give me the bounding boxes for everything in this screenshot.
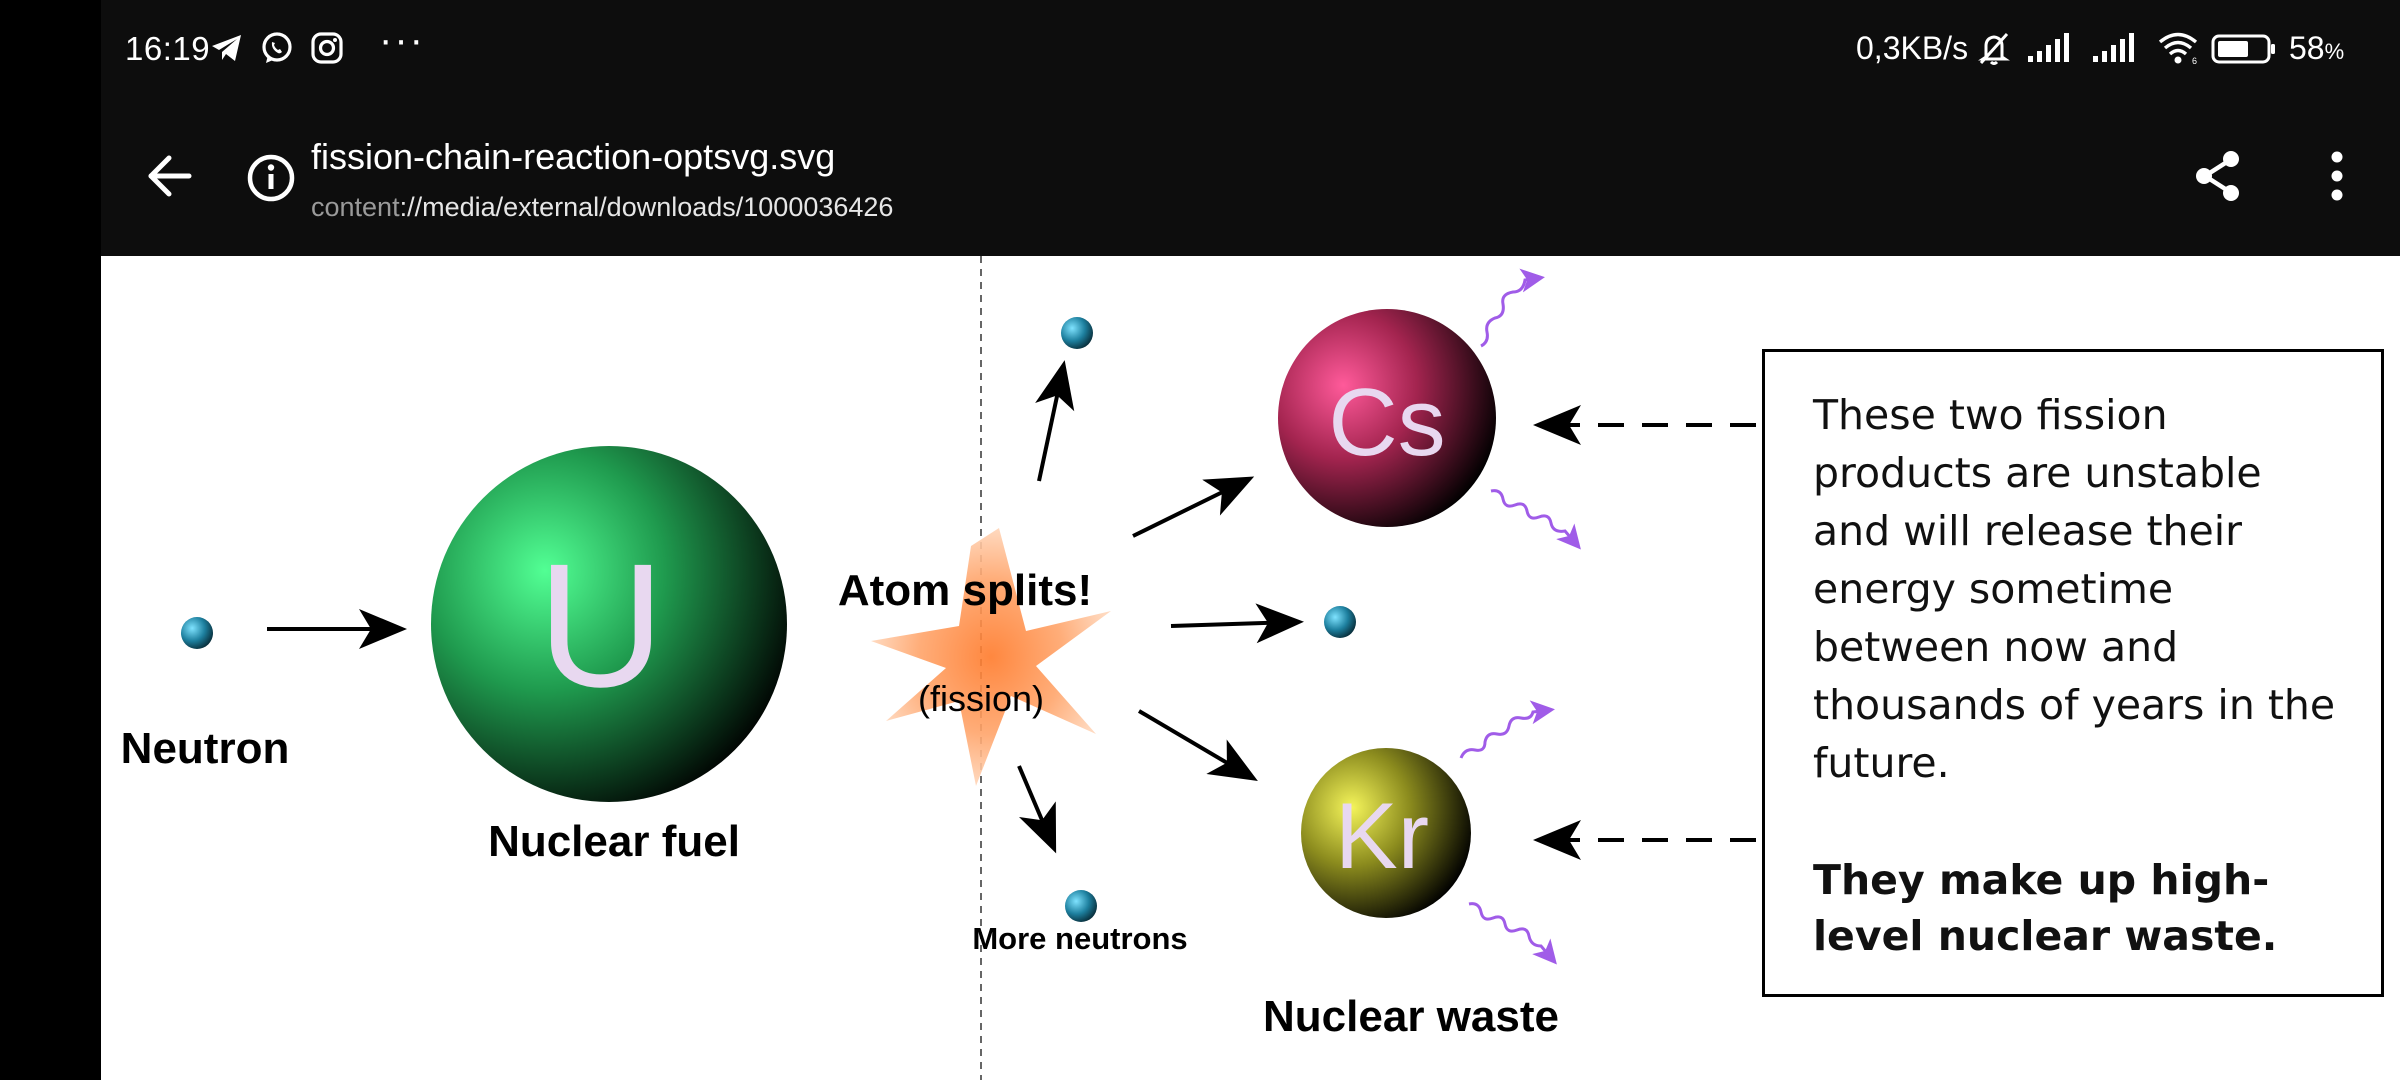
telegram-icon [209,30,245,66]
uranium-symbol: U [537,528,664,724]
info-text: These two fission products are unstable … [1813,391,2336,787]
more-vert-icon [2331,151,2343,201]
back-arrow-icon [148,155,192,197]
neutron-label: Neutron [121,724,290,773]
atom-splits-label: Atom splits! [838,566,1092,615]
arrow-to-middle-neutron [1170,603,1304,644]
battery-unit: % [2324,39,2345,64]
more-options-button[interactable] [2305,144,2369,208]
arrow-to-bottom-neutron [1017,765,1057,854]
net-speed: 0,3KB/s [1856,30,1969,66]
battery-icon [2211,30,2277,66]
cesium-symbol: Cs [1328,369,1445,476]
krypton-symbol: Kr [1335,783,1429,888]
released-neutron-middle [1324,606,1356,638]
instagram-icon [309,30,345,66]
radiation-krypton-bottom [1468,902,1557,965]
screen-cutout [0,0,101,1080]
file-title: fission-chain-reaction-optsvg.svg [311,136,836,177]
arrow-to-krypton [1137,709,1258,782]
file-path: content://media/external/downloads/10000… [311,192,893,223]
released-neutron-top [1061,317,1093,349]
radiation-krypton-top [1459,700,1555,759]
arrow-to-top-neutron [1035,360,1075,482]
released-neutron-bottom [1065,890,1097,922]
more-neutrons-label: More neutrons [972,921,1187,956]
radiation-cesium-bottom [1490,489,1581,550]
nuclear-waste-label: Nuclear waste [1263,992,1559,1041]
wifi-icon: 6 [2156,30,2204,66]
info-button[interactable] [243,150,299,206]
signal-1-icon [2026,30,2074,66]
file-path-scheme: content [311,192,400,222]
app-bar: fission-chain-reaction-optsvg.svg conten… [101,100,2400,256]
nuclear-fuel-label: Nuclear fuel [488,817,740,866]
status-time: 16:19 [125,30,211,67]
image-viewer[interactable]: Neutron U Nuclear fuel Atom splits! (fis… [101,256,2400,1080]
arrow-to-cesium [1132,476,1255,538]
more-notifications-indicator: ··· [379,18,425,62]
svg-text:6: 6 [2192,56,2197,66]
info-icon [247,154,295,202]
radiation-cesium-top [1480,268,1545,348]
uranium-nucleus [431,446,787,802]
share-icon [2196,151,2239,201]
whatsapp-icon [259,30,295,66]
signal-2-icon [2091,30,2139,66]
status-bar: 16:19 ··· 0,3KB/s [101,0,2400,100]
incoming-neutron [181,617,213,649]
cesium-nucleus [1278,309,1496,527]
info-bold-text: They make up high-level nuclear waste. [1813,856,2278,960]
fission-diagram: Neutron U Nuclear fuel Atom splits! (fis… [121,256,1756,1080]
bell-muted-icon [1976,30,2012,66]
fission-label: (fission) [918,678,1044,719]
info-box: These two fission products are unstable … [1762,349,2384,997]
battery-level: 58% [2289,30,2344,67]
krypton-nucleus [1301,748,1471,918]
back-button[interactable] [137,144,201,208]
share-button[interactable] [2186,144,2250,208]
file-path-rest: ://media/external/downloads/1000036426 [399,192,894,222]
fission-burst [871,528,1111,786]
battery-percent: 58 [2289,30,2325,66]
